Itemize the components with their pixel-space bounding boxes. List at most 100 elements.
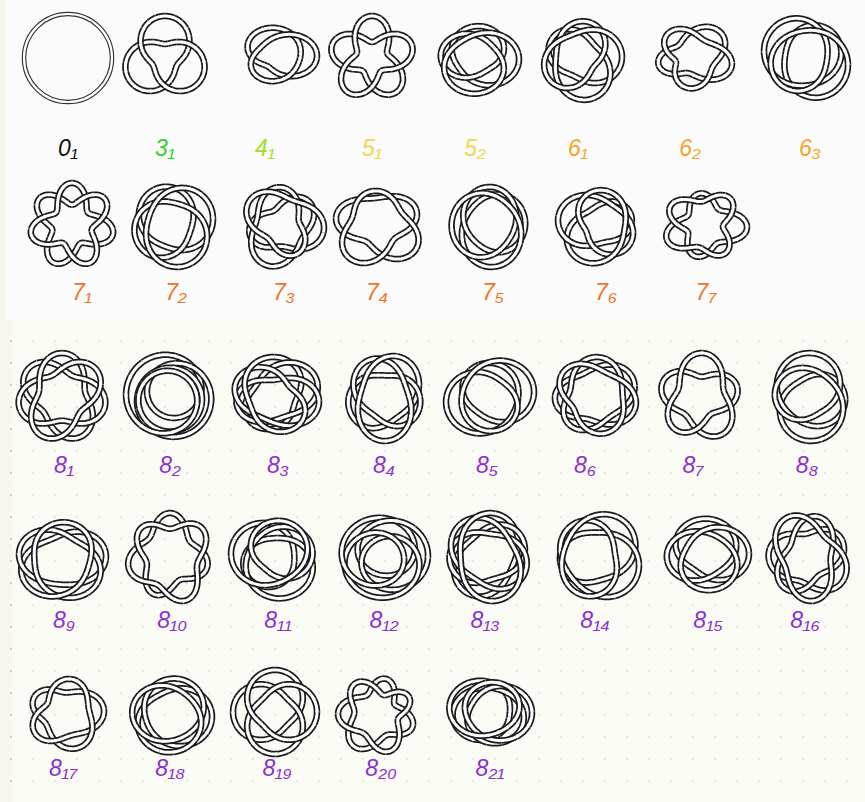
knot-strand [272, 80, 279, 81]
knot-strand [518, 51, 519, 64]
knot-drawing [246, 187, 324, 266]
knot-strand [588, 82, 600, 83]
knot-strand [270, 28, 279, 29]
knot-drawing [558, 190, 633, 263]
knot-strand [452, 216, 453, 231]
knot-strand [664, 38, 665, 46]
knot-strand [171, 417, 182, 418]
knot-strand [300, 53, 301, 58]
knot-strand [278, 246, 286, 247]
knot-strand [299, 57, 300, 62]
knot-strand [381, 70, 386, 71]
knot-strand [586, 231, 588, 236]
knot-strand [146, 229, 147, 240]
knot-strand [391, 258, 403, 259]
knot-strand [556, 50, 557, 59]
knot-strand [462, 228, 463, 240]
knot-strand [62, 421, 72, 423]
knot-drawing [31, 183, 113, 264]
knot-strand [172, 90, 181, 91]
knot-drawing [764, 18, 848, 97]
knot-strand [520, 230, 521, 243]
knot-strand [368, 40, 372, 42]
knot-strand [373, 197, 381, 198]
knot-drawing [331, 16, 412, 95]
knot-strand [80, 243, 86, 244]
knot-drawing [441, 26, 519, 94]
knot-strand [680, 199, 690, 200]
knot-strand [154, 68, 155, 72]
knot-strand [671, 47, 676, 49]
knot-strand [262, 28, 271, 30]
knot-strand [605, 38, 606, 50]
knot-drawing [134, 187, 213, 267]
knot-drawing [452, 187, 526, 267]
knot-strand [177, 62, 179, 65]
knot-strand [264, 192, 278, 194]
knot-drawing [248, 28, 317, 81]
knot-strand [697, 201, 704, 202]
knot-strand [259, 46, 262, 49]
knot-strand [602, 242, 609, 243]
knot-strand [688, 232, 689, 237]
knot-strand [299, 43, 301, 49]
knot-strand [125, 62, 126, 72]
knot-strand [251, 66, 253, 71]
knot-strand [266, 80, 273, 81]
knot-strand [86, 204, 87, 212]
knot-drawing [125, 16, 204, 91]
knot-strand [158, 43, 162, 44]
knot-strand [608, 240, 616, 242]
knot-strand [825, 60, 827, 68]
knot-strand [387, 48, 388, 53]
knot-drawing [336, 191, 419, 263]
knot-strand [689, 73, 694, 75]
knot-strand [164, 16, 174, 18]
knot-strand [271, 68, 274, 71]
knot-strand [555, 66, 556, 77]
knot-strand [95, 246, 96, 258]
knot-strand [31, 406, 33, 421]
knot-strand [385, 69, 393, 70]
knot-strand [687, 236, 688, 244]
knot-strand [689, 200, 697, 202]
knot-strand [675, 64, 676, 69]
knot-strand [191, 220, 193, 228]
knot-strand [784, 55, 785, 63]
knot-strand [251, 58, 252, 63]
knot-strand [40, 243, 52, 244]
knot-strand [595, 190, 608, 191]
knot-strand [268, 67, 271, 69]
knot-strand [153, 65, 154, 68]
knot-strand [624, 222, 625, 231]
knot-drawing [544, 21, 622, 100]
knot-drawing [19, 353, 106, 439]
knot-strand [142, 90, 152, 91]
knot-strand [355, 261, 366, 263]
knot-strand [162, 371, 175, 372]
knot-strand [503, 45, 504, 55]
knot-drawing [126, 355, 211, 437]
knot-strand [266, 66, 269, 67]
knot-drawing [658, 27, 732, 89]
knot-drawing [235, 357, 319, 432]
knot-strand [785, 48, 787, 56]
knot-strand [444, 62, 445, 73]
knot-strand [402, 74, 403, 85]
knot-strand [544, 58, 545, 71]
knot-strand [485, 187, 498, 188]
knot-strand [299, 216, 300, 223]
knot-drawing [666, 193, 747, 257]
knot-strand [24, 14, 112, 102]
knot-strand [316, 50, 317, 58]
knot-strand [291, 34, 300, 36]
knot-strand [146, 221, 148, 231]
knot-strand [297, 61, 299, 65]
knot-drawing [24, 14, 112, 102]
knot-strand [790, 90, 803, 91]
knot-strand [730, 62, 732, 71]
knot-strand [180, 89, 190, 91]
knot-strand [728, 241, 730, 250]
knot-strand [387, 42, 389, 49]
